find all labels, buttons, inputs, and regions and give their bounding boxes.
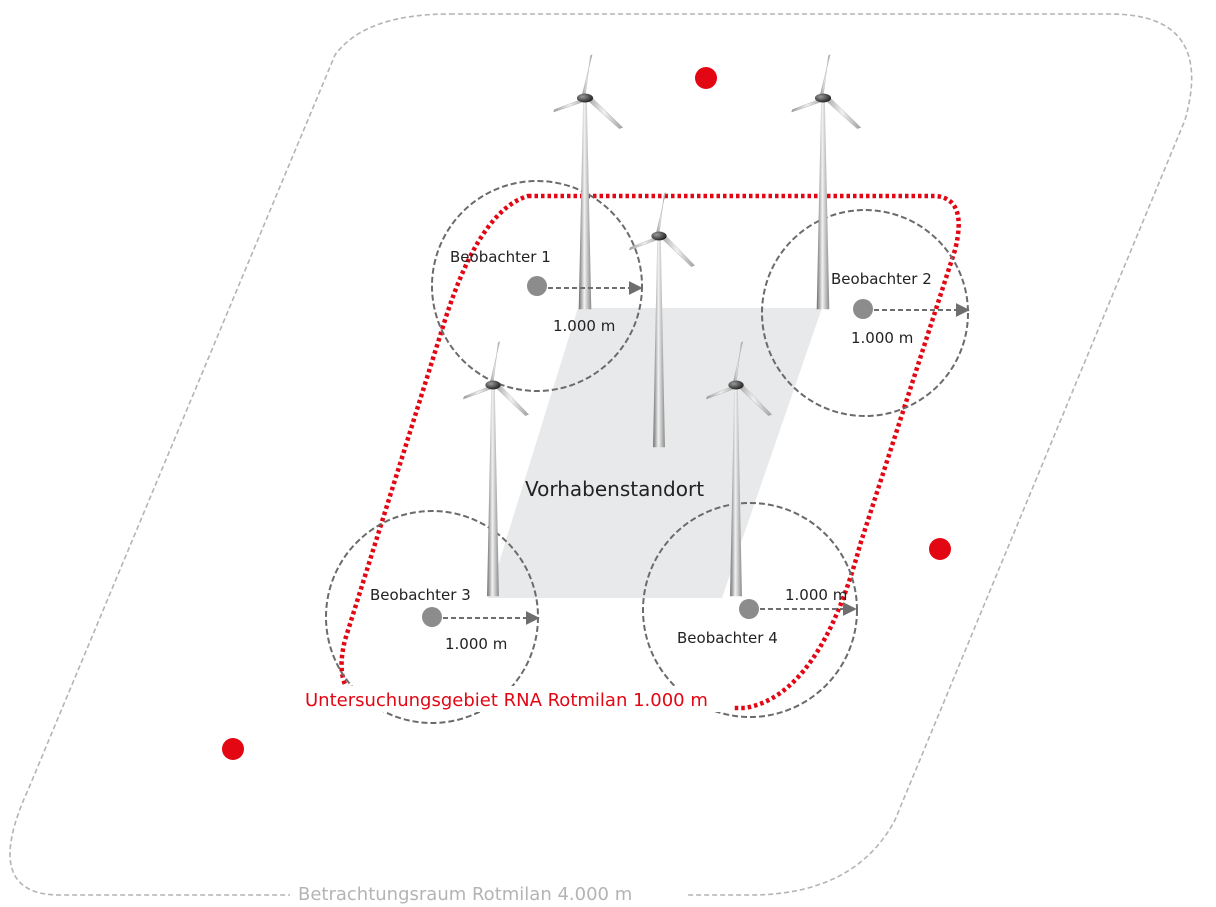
observer-point-icon — [739, 599, 759, 619]
red-kite-nest-icon — [929, 538, 951, 560]
observer-3-label: Beobachter 3 — [370, 586, 471, 604]
observer-3-distance: 1.000 m — [445, 635, 507, 653]
wind-turbine-icon — [553, 54, 624, 310]
red-kite-nest-icon — [695, 67, 717, 89]
observer-2-label: Beobachter 2 — [831, 270, 932, 288]
observer-point-icon — [853, 299, 873, 319]
survey-area-boundary — [339, 193, 961, 711]
consideration-area-label: Betrachtungsraum Rotmilan 4.000 m — [298, 884, 632, 905]
observer-2-distance: 1.000 m — [851, 329, 913, 347]
observer-radius-circle — [642, 502, 858, 718]
consideration-label-background — [290, 881, 688, 907]
observer-point-icon — [422, 607, 442, 627]
consideration-area-boundary — [9, 13, 1193, 896]
observer-4-label: Beobachter 4 — [677, 629, 778, 647]
observer-4-distance: 1.000 m — [785, 586, 847, 604]
survey-area-label: Untersuchungsgebiet RNA Rotmilan 1.000 m — [305, 690, 708, 711]
project-site-label: Vorhabenstandort — [525, 477, 704, 501]
observer-1-distance: 1.000 m — [553, 317, 615, 335]
observer-1-label: Beobachter 1 — [450, 248, 551, 266]
survey-label-background — [300, 686, 734, 712]
red-kite-nest-icon — [222, 738, 244, 760]
observer-point-icon — [527, 276, 547, 296]
